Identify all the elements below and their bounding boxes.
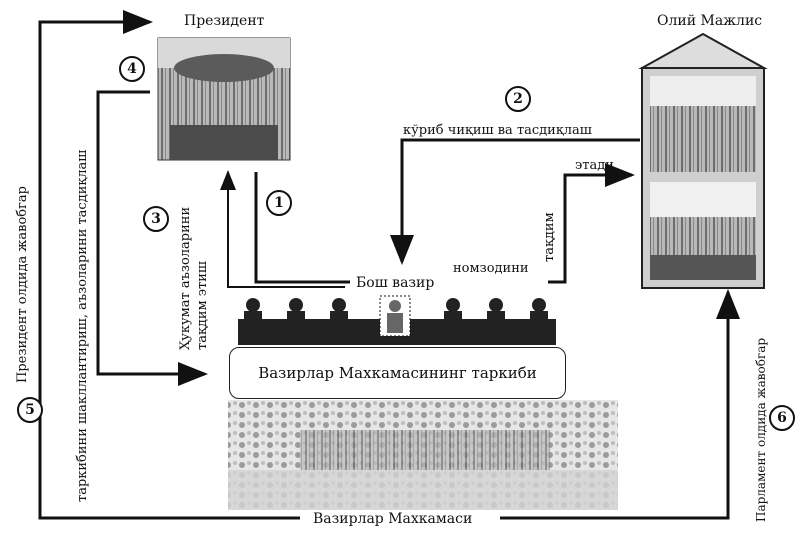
president-title: Президент: [184, 13, 265, 29]
prime-minister-label: Бош вазир: [353, 276, 438, 290]
step-5-badge: 5: [17, 397, 43, 423]
president-building-image: [157, 37, 291, 161]
arrow-cabinet-to-parliament: [500, 289, 740, 520]
members-propose-label: Ҳукумат аъзоларини тақдим этиш: [178, 206, 210, 350]
arrow-pm-to-parliament: [548, 163, 635, 284]
parliament-building-image: [638, 32, 768, 289]
arrow-parliament-to-pm: [390, 138, 640, 265]
arrow-president-to-cabinet: [96, 90, 208, 386]
step-1-badge: 1: [266, 190, 292, 216]
cabinet-composition-box: Вазирлар Махкамасининг таркиби: [229, 347, 566, 399]
cabinet-composition-label: Вазирлар Махкамасининг таркиби: [258, 364, 537, 382]
arrow-president-to-pm: [254, 172, 350, 284]
step-6-badge: 6: [769, 405, 795, 431]
minister-figure-icon: [244, 298, 548, 329]
nominee-label: номзодини: [453, 261, 529, 276]
ministers-row: [238, 295, 556, 345]
nominates-label: тақдим: [542, 212, 557, 262]
accountable-president-label: Президент олдида жавобгар: [15, 186, 30, 383]
accountable-parliament-label: Парламент олдида жавобгар: [754, 337, 768, 522]
cabinet-name: Вазирлар Махкамаси: [305, 512, 481, 526]
cabinet-building-image: [228, 400, 618, 510]
step-3-badge: 3: [143, 206, 169, 232]
review-approve-label: кўриб чиқиш ва тасдиқлаш: [403, 123, 592, 138]
arrow-pm-to-president: [220, 170, 345, 288]
arrow-cabinet-to-president: [38, 10, 300, 520]
parliament-title: Олий Мажлис: [657, 13, 763, 29]
step-4-badge: 4: [119, 56, 145, 82]
form-approve-label: таркибини шакллантириш, аъзоларини тасди…: [75, 149, 90, 502]
step-2-badge: 2: [505, 86, 531, 112]
submits-label: этади: [575, 158, 614, 173]
